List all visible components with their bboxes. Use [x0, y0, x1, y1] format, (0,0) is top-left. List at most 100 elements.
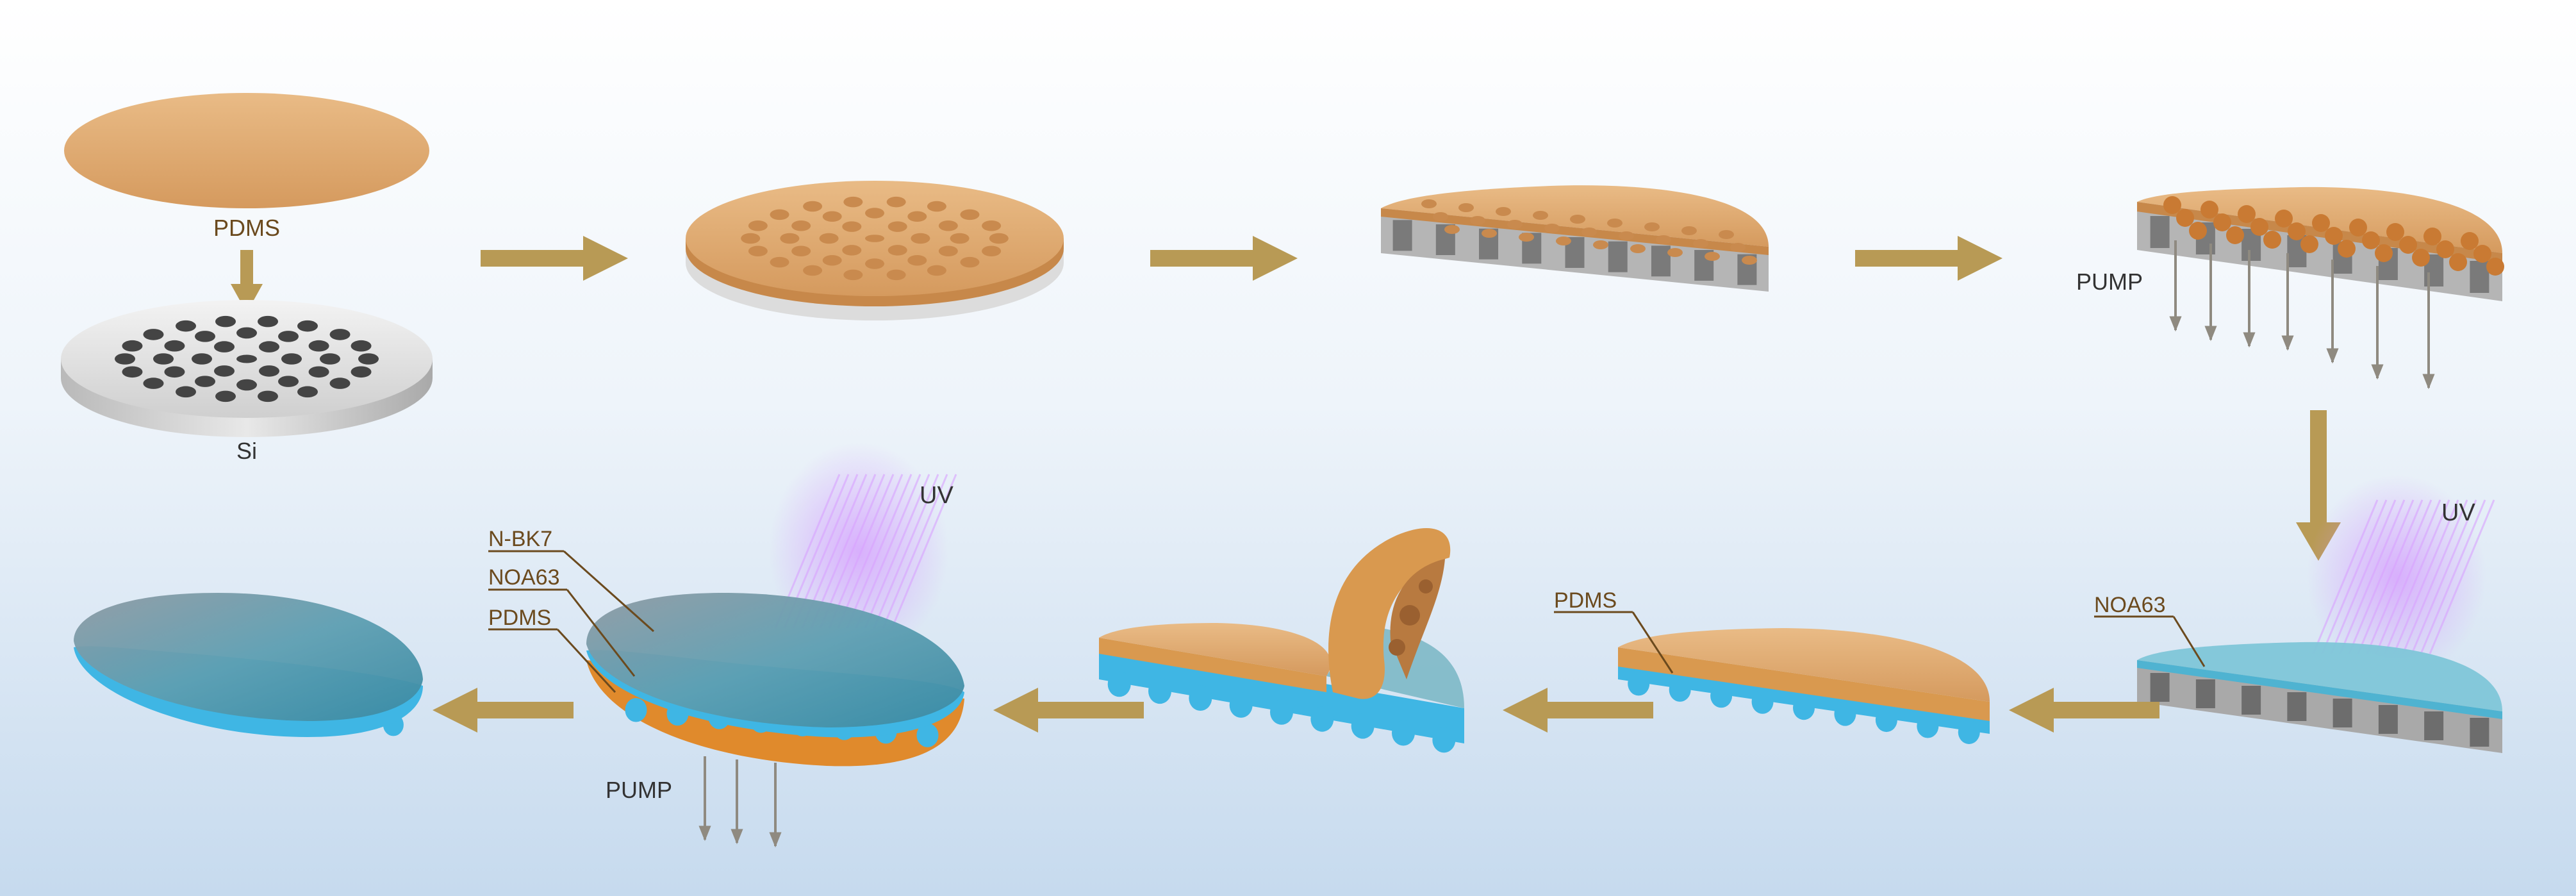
silicon-hole [297, 320, 318, 332]
silicon-hole [329, 329, 351, 340]
pump-arrows-top [2169, 240, 2435, 390]
noa-bump [916, 723, 939, 747]
pdms-bulge [2362, 231, 2380, 249]
silicon-hole [236, 327, 257, 339]
silicon-hole [281, 353, 302, 365]
silicon-hole [278, 331, 299, 342]
pdms-bulge [2275, 210, 2293, 228]
step6-pdms-top [1618, 628, 1990, 702]
noa-bump [1669, 677, 1691, 702]
process-arrow-6 [1503, 688, 1653, 733]
noa-disc-edge [2137, 660, 2502, 719]
uv-ray [2384, 499, 2450, 654]
mold-cavity [2470, 261, 2489, 293]
pdms-bulge [2288, 222, 2306, 240]
pdms-bulge [2163, 196, 2181, 214]
process-arrow-2 [1150, 236, 1298, 281]
pdms-dimple [865, 258, 884, 269]
pdms-dimple [960, 209, 980, 220]
pdms-dimple [1619, 231, 1634, 240]
process-arrow-7 [993, 688, 1144, 733]
pdms-bulge [2325, 227, 2343, 245]
pdms-dimple [888, 221, 907, 232]
step-5-noa63-uv-curing: UV NOA63 [2094, 474, 2502, 753]
noa-disc-front [2137, 660, 2502, 753]
pdms-bulge [2399, 236, 2417, 254]
uv-ray [873, 474, 939, 629]
uv-ray [837, 474, 904, 629]
pdms-bulge [2423, 228, 2441, 245]
pdms-dimple [822, 254, 842, 266]
silicon-hole [176, 320, 196, 332]
pdms-bulge [2436, 240, 2454, 258]
step-6-pdms-on-noa63: PDMS [1554, 588, 1990, 744]
pdms-dimple [1705, 252, 1720, 261]
pdms-dimple [1730, 243, 1746, 252]
pdms-dimple [791, 245, 811, 257]
pdms-dimple [886, 196, 906, 208]
pdms-dimple [950, 233, 970, 244]
silicon-hole [215, 315, 236, 328]
silicon-hole [259, 365, 279, 377]
mold-cavity [2424, 711, 2444, 740]
pdms-dimple [982, 220, 1002, 231]
silicon-hole [358, 353, 379, 365]
silicon-hole [164, 340, 185, 352]
pdms-label: PDMS [213, 215, 280, 241]
pdms-dimple [1570, 215, 1585, 224]
silicon-hole [320, 353, 340, 365]
pdms-dimple [819, 233, 839, 244]
silicon-hole [308, 340, 329, 352]
step7-pdms-flat-top [1099, 623, 1331, 676]
noa-bump [1229, 692, 1253, 718]
noa-bump [625, 698, 647, 722]
pdms-dimple [1458, 203, 1474, 212]
pdms-leader-mid [1631, 611, 1674, 674]
step6-noa-bumps [1628, 672, 1980, 744]
pdms-dimple [741, 233, 761, 244]
pdms-dimple [886, 269, 906, 281]
pdms-dimple [822, 211, 842, 222]
pdms-bulge [2176, 209, 2194, 227]
pdms-bulge [2461, 232, 2479, 250]
pdms-dimple [1644, 222, 1660, 231]
silicon-hole [215, 390, 236, 402]
pdms-dimple [1544, 224, 1560, 233]
pdms-dimple [982, 245, 1002, 257]
silicon-hole [351, 366, 372, 378]
half-disc-dimples [1421, 199, 1757, 265]
pdms-dimple [1482, 229, 1497, 238]
silicon-hole [351, 340, 372, 352]
pdms-bulge [2300, 235, 2318, 253]
pdms-dimple [1556, 236, 1571, 245]
noa-bump [1958, 720, 1980, 744]
uv-ray [2339, 499, 2406, 654]
pdms-dimple [791, 220, 811, 231]
pdms-dimple [1470, 216, 1485, 225]
step-9-final-lens [74, 593, 423, 737]
silicon-hole [164, 366, 185, 378]
pdms-dimple [1421, 199, 1437, 208]
pdms-dimple [1507, 220, 1523, 229]
cast-pdms-dimples [741, 196, 1009, 281]
uv-ray [2348, 499, 2415, 654]
uv-ray [2330, 499, 2397, 654]
process-arrow-8 [433, 688, 574, 733]
final-lens-glass [74, 593, 423, 721]
pdms-dimple [1667, 248, 1683, 257]
pdms-dimple [803, 201, 823, 212]
pdms-bulge [2312, 214, 2330, 232]
noa-bump [1310, 706, 1334, 732]
noa-bump [1107, 671, 1131, 697]
noa-bump [1392, 720, 1415, 746]
mold-cavity [1392, 220, 1412, 251]
pdms-dimple [1742, 256, 1757, 265]
mold-cavity [2195, 679, 2215, 708]
silicon-hole [176, 386, 196, 398]
pdms-dimple [843, 196, 863, 208]
silicon-hole [115, 353, 135, 365]
silicon-hole [329, 377, 351, 389]
pdms-bulge [2250, 218, 2268, 236]
lens-glass-top [586, 593, 964, 727]
